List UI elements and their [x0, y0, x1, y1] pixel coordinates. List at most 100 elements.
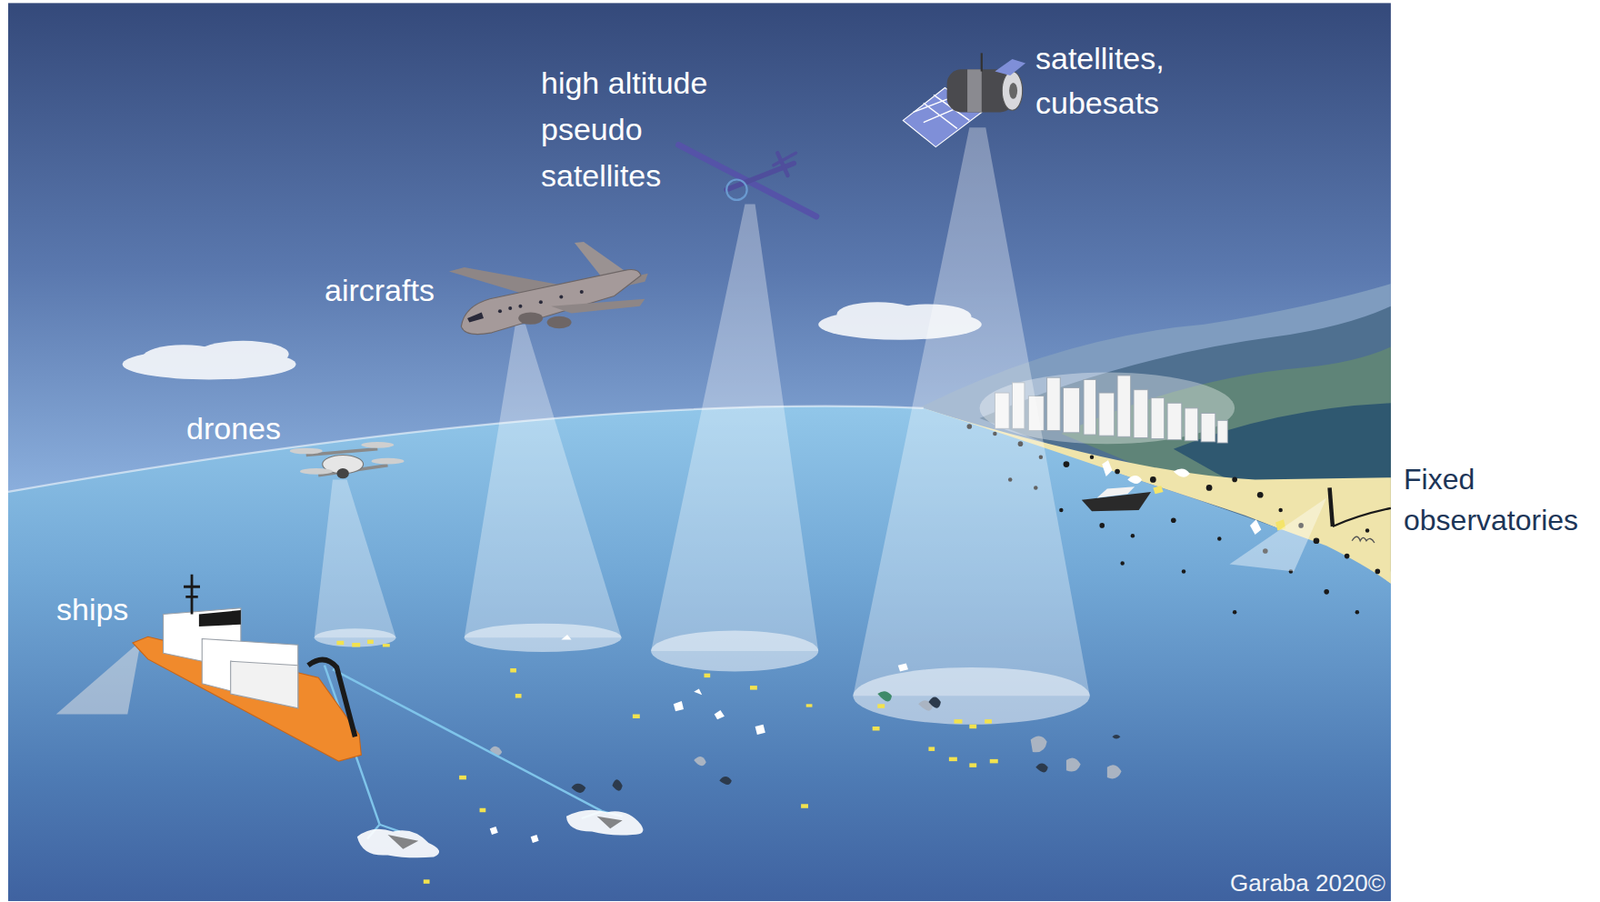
city [1133, 390, 1149, 439]
coastal-pollution [1059, 508, 1063, 512]
sea-debris [490, 634, 909, 843]
coastal-pollution [1232, 610, 1237, 614]
sea-debris [1066, 757, 1081, 771]
sea-debris [806, 703, 813, 707]
platform-label: drones [186, 408, 314, 449]
sea-debris [351, 642, 360, 647]
sea-debris [1035, 762, 1048, 772]
fixed-observatory [1230, 487, 1391, 571]
sea-debris [877, 703, 885, 708]
coastal-litter [1250, 519, 1261, 535]
aircraft [518, 311, 543, 324]
aircraft [518, 304, 522, 309]
ship [56, 640, 141, 715]
aircraft [559, 295, 563, 300]
satellite [1009, 82, 1018, 100]
signature [1351, 536, 1375, 543]
sea-debris [755, 724, 766, 735]
signature [1351, 536, 1375, 543]
city [1167, 402, 1182, 440]
drone [360, 441, 394, 449]
satellite [980, 52, 983, 71]
sensor-beams [314, 479, 397, 638]
ship [183, 574, 200, 615]
ship [56, 574, 644, 859]
sea-debris [969, 724, 977, 729]
city [1200, 412, 1216, 441]
drone [290, 448, 323, 455]
coastal-litter [1152, 485, 1163, 494]
sea-debris [949, 757, 958, 761]
drone [290, 441, 405, 479]
sea-debris [1107, 764, 1122, 779]
platform-label: ships [56, 589, 166, 630]
coastal-pollution [1355, 610, 1360, 614]
sensor-beams [852, 667, 1090, 725]
city [1150, 398, 1165, 440]
platform-label: high altitude pseudo satellites [540, 60, 737, 200]
sea-debris [872, 726, 880, 730]
coastal-pollution [1099, 522, 1105, 529]
sea-debris [336, 640, 998, 884]
coastal-pollution [1375, 569, 1381, 575]
boat [1097, 486, 1136, 498]
coastal-pollution [1170, 518, 1177, 524]
coastal-pollution [1063, 460, 1070, 468]
sensor-beams [650, 203, 819, 651]
sea-debris [953, 719, 962, 723]
sea-debris [632, 714, 640, 719]
fixed-observatory [1330, 487, 1333, 527]
coastal-pollution [1313, 537, 1320, 544]
sensor-beams [314, 628, 397, 647]
aircraft [467, 311, 484, 322]
platform-label: aircrafts [324, 270, 461, 310]
city [1117, 375, 1131, 437]
sea-debris [611, 779, 622, 790]
boat [1081, 486, 1151, 511]
city [1184, 408, 1199, 441]
city [1063, 387, 1080, 432]
pseudo-satellite [678, 144, 817, 217]
ship [308, 659, 356, 737]
aircraft [449, 241, 649, 335]
drone [300, 468, 333, 475]
fixed-observatory [1230, 498, 1328, 572]
ship [388, 816, 623, 850]
sea-debris [969, 762, 977, 767]
sea-debris [877, 690, 892, 701]
sea-debris [693, 756, 706, 766]
sensor-beams [650, 630, 819, 672]
satellite [902, 52, 1026, 147]
ship [132, 636, 361, 761]
fixed-observatory [1332, 508, 1391, 527]
ship [332, 669, 602, 811]
aircraft [498, 290, 584, 313]
aircraft [547, 316, 572, 329]
sea-debris [1111, 734, 1120, 739]
sea-debris [898, 662, 909, 671]
sea-debris [336, 634, 1121, 884]
sea-debris [510, 668, 517, 672]
sea-debris [800, 803, 809, 808]
sea-debris [423, 879, 430, 883]
coastal-pollution [1206, 484, 1213, 491]
coastal-pollution [1344, 553, 1350, 560]
sea-debris [750, 685, 758, 690]
sea-debris [336, 640, 344, 645]
platform-label: satellites, cubesats [1035, 36, 1195, 127]
satellite [967, 69, 982, 112]
aircraft [539, 300, 543, 304]
sea-debris [367, 640, 374, 644]
sensor-beams [464, 324, 622, 639]
sea-debris [877, 690, 892, 701]
coastal-pollution [1323, 589, 1330, 595]
pseudo-satellite [773, 152, 797, 165]
ship [201, 638, 299, 708]
sea-debris [530, 834, 540, 843]
coastal-pollution [1217, 536, 1221, 540]
coastal-pollution [1181, 569, 1186, 573]
copyright-note: Garaba 2020© [1181, 869, 1386, 898]
city [1047, 377, 1061, 430]
